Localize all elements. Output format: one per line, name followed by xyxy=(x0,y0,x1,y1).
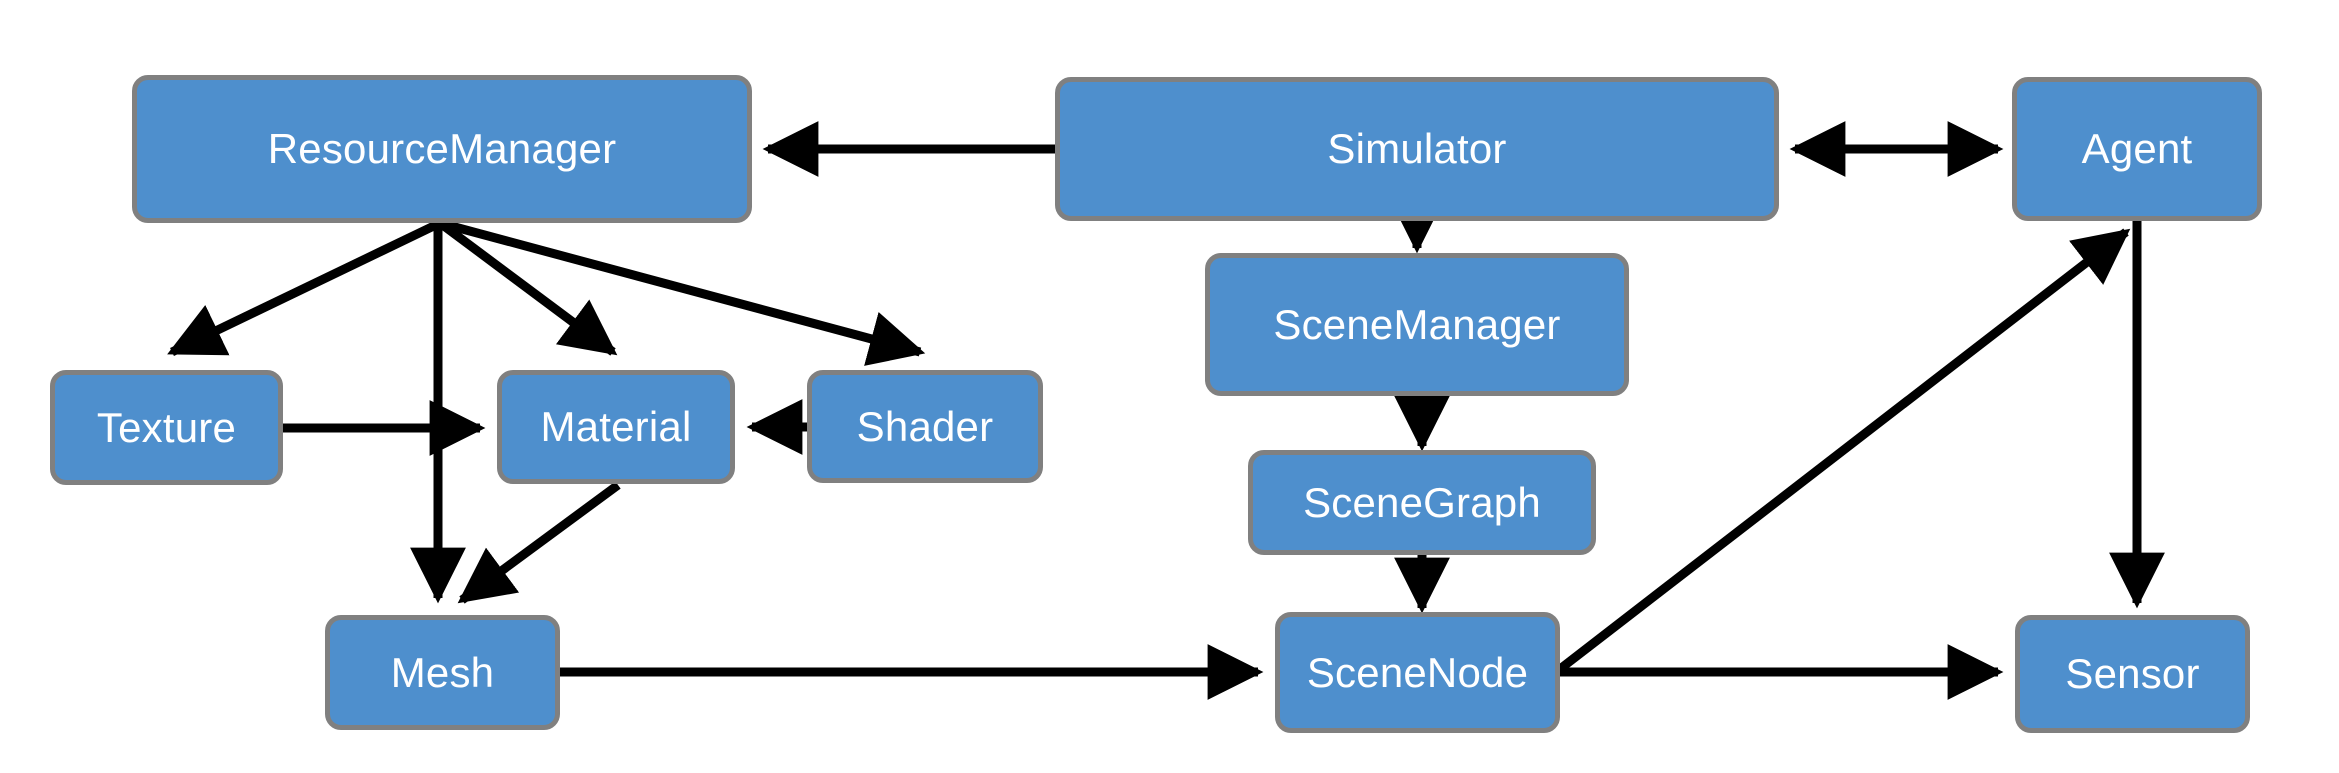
node-simulator[interactable]: Simulator xyxy=(1055,77,1779,221)
edge-scenenode-to-agent xyxy=(1557,228,2131,673)
node-label: Material xyxy=(540,403,692,450)
edge-resourcemanager-to-material xyxy=(437,219,618,356)
edge-resourcemanager-to-texture xyxy=(167,218,442,357)
edge-material-to-mesh xyxy=(457,481,621,604)
node-label: ResourceManager xyxy=(267,125,617,172)
node-label: Agent xyxy=(2081,125,2193,172)
node-resourcemanager[interactable]: ResourceManager xyxy=(132,75,752,223)
node-agent[interactable]: Agent xyxy=(2012,77,2262,221)
node-material[interactable]: Material xyxy=(497,370,735,484)
node-scenenode[interactable]: SceneNode xyxy=(1275,612,1560,733)
node-label: SceneManager xyxy=(1273,300,1561,348)
node-label: Shader xyxy=(856,402,994,450)
node-label: Texture xyxy=(96,403,237,451)
node-label: SceneGraph xyxy=(1303,478,1541,526)
node-label: SceneNode xyxy=(1306,648,1529,696)
node-label: Simulator xyxy=(1327,125,1507,172)
node-scenegraph[interactable]: SceneGraph xyxy=(1248,450,1596,555)
node-shader[interactable]: Shader xyxy=(807,370,1043,483)
node-scenemanager[interactable]: SceneManager xyxy=(1205,253,1629,396)
edge-resourcemanager-to-shader xyxy=(438,218,926,366)
node-sensor[interactable]: Sensor xyxy=(2015,615,2250,733)
node-texture[interactable]: Texture xyxy=(50,370,283,485)
node-label: Mesh xyxy=(390,648,495,696)
node-label: Sensor xyxy=(2065,650,2200,697)
node-mesh[interactable]: Mesh xyxy=(325,615,560,730)
